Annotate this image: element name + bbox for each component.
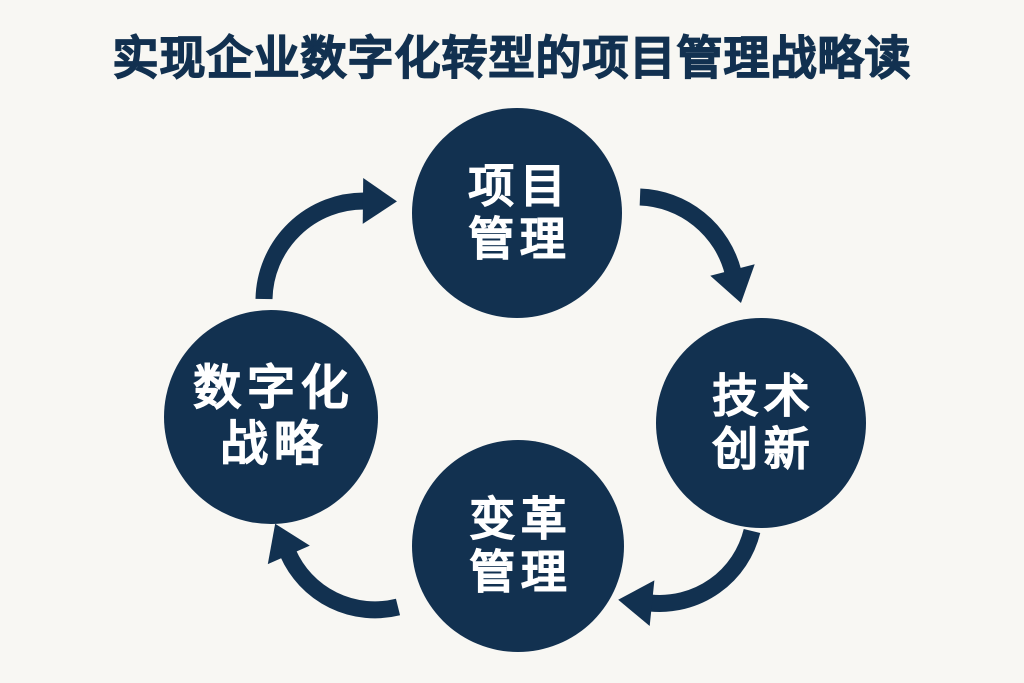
node-label-line: 战略 xyxy=(220,418,328,472)
arrow-digital-strategy-to-project-management-icon xyxy=(255,178,397,300)
node-label-line: 变革 xyxy=(469,492,573,545)
diagram-title: 实现企业数字化转型的项目管理战略读 xyxy=(112,31,912,84)
node-label-line: 技术 xyxy=(712,369,816,422)
arrow-project-management-to-technology-innovation-icon xyxy=(639,188,755,303)
arrow-technology-innovation-to-change-management-icon xyxy=(618,528,761,627)
node-label-line: 项目 xyxy=(468,159,572,212)
node-change-management: 变革 管理 xyxy=(412,440,624,652)
node-technology-innovation: 技术 创新 xyxy=(656,318,866,528)
node-project-management: 项目 管理 xyxy=(412,108,622,318)
node-digital-strategy: 数字化 战略 xyxy=(164,310,378,524)
arrow-change-management-to-digital-strategy-icon xyxy=(267,523,401,619)
node-label-line: 创新 xyxy=(712,423,816,476)
node-label-line: 管理 xyxy=(469,546,573,599)
node-label-line: 管理 xyxy=(468,213,572,266)
node-label-line: 数字化 xyxy=(193,362,355,416)
